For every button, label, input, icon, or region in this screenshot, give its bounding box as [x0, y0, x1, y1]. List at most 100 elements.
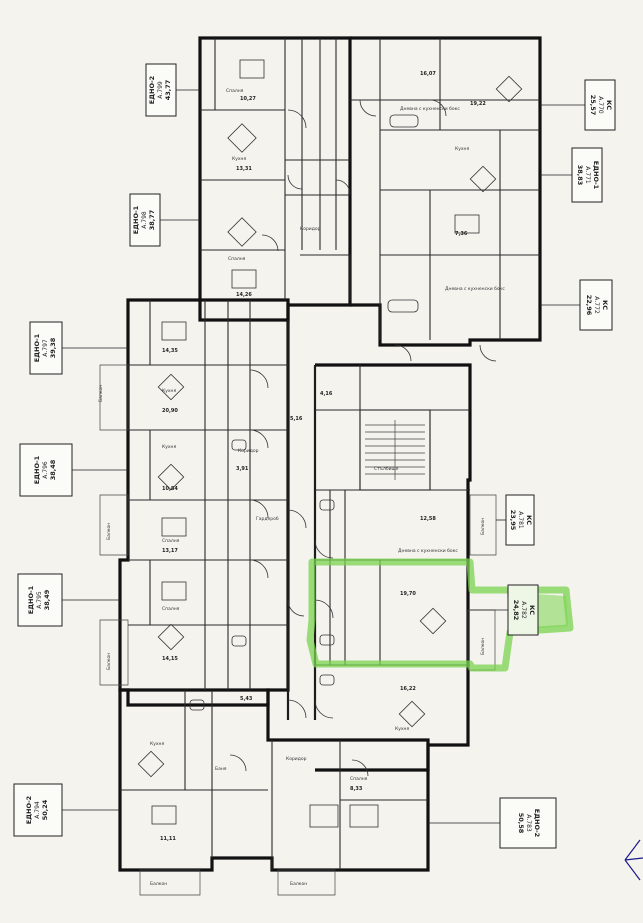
- room-label-kitchen: Кухня: [455, 146, 469, 152]
- room-label-balcony: Балкон: [106, 523, 112, 540]
- room-area: 14,26: [236, 292, 252, 298]
- apartment-tag-left-2[interactable]: ЕДНО-1 А.798 38,77: [129, 193, 200, 247]
- room-label-bathroom: Баня: [215, 766, 227, 772]
- apartment-area: 22,96: [585, 295, 593, 316]
- room-area: 16,07: [420, 71, 436, 77]
- apartment-type: ЕДНО-1: [33, 455, 41, 484]
- apartment-area: 24,82: [512, 600, 520, 621]
- bed-icon: [151, 59, 480, 828]
- apartment-area: 38,48: [49, 459, 57, 480]
- room-label-balcony: Балкон: [106, 653, 112, 670]
- apartment-number: А.798: [141, 211, 148, 229]
- room-area: 10,84: [162, 486, 178, 492]
- apartment-number: А.772: [593, 296, 600, 314]
- room-label-bedroom: Спалня: [350, 776, 368, 782]
- apartment-type: ЕДНО-2: [533, 809, 541, 837]
- apartment-number: А.796: [42, 461, 49, 479]
- apartment-number: А.783: [525, 814, 532, 832]
- apartment-area: 38,77: [148, 210, 156, 231]
- room-label-bedroom: Спалня: [228, 256, 246, 262]
- room-label-living-kitchen: Дневна с кухненски бокс: [400, 106, 460, 112]
- room-label-corridor: Коридор: [300, 226, 321, 232]
- room-area: 19,22: [470, 101, 486, 107]
- room-label-balcony: Балкон: [150, 881, 167, 887]
- room-label-balcony: Балкон: [98, 385, 104, 402]
- room-label-stairs: Стълбище: [374, 466, 399, 472]
- room-label-kitchen: Кухня: [232, 156, 246, 162]
- room-area: 12,58: [420, 516, 436, 522]
- apartment-tag-right-6[interactable]: ЕДНО-2 А.783 50,58: [428, 797, 557, 849]
- apartment-number: А.771: [584, 166, 591, 184]
- room-areas: 10,27 13,31 14,26 14,35 5,16 20,90 3,91 …: [160, 71, 486, 842]
- apartment-type: ЕДНО-1: [592, 161, 600, 190]
- room-area: 10,27: [240, 96, 256, 102]
- room-label-bedroom: Спалня: [162, 538, 180, 544]
- apartment-number: А.799: [157, 81, 164, 99]
- apartment-tag-left-1[interactable]: ЕДНО-2 А.799 43,77: [145, 63, 200, 117]
- apartment-tag-right-5-highlighted[interactable]: КС А.782 24,82: [470, 584, 539, 636]
- room-area: 4,16: [320, 391, 333, 397]
- apartment-area: 38,83: [576, 165, 584, 186]
- upper-block-walls: [200, 38, 540, 340]
- north-arrow-icon: [624, 839, 643, 881]
- apartment-type: ЕДНО-1: [132, 205, 140, 234]
- apartment-type: КС: [605, 100, 613, 110]
- room-label-corridor: Коридор: [238, 448, 259, 454]
- apartment-tag-right-2[interactable]: ЕДНО-1 А.771 38,83: [540, 147, 603, 203]
- room-label-kitchen: Кухня: [150, 741, 164, 747]
- apartment-type: КС: [601, 300, 609, 310]
- room-area: 5,16: [290, 416, 303, 422]
- apartment-area: 50,58: [517, 813, 525, 834]
- apartment-tag-right-1[interactable]: КС А.770 25,57: [540, 79, 616, 131]
- room-area: 7,36: [455, 231, 468, 237]
- apartment-number: А.794: [34, 801, 41, 819]
- apartment-type: КС: [525, 515, 533, 525]
- apartment-area: 50,24: [41, 799, 49, 820]
- room-area: 14,15: [162, 656, 178, 662]
- room-area: 8,33: [350, 786, 363, 792]
- apartment-type: КС: [528, 605, 536, 615]
- room-labels: Спалня Кухня Спалня Кухня Кухня Спалня С…: [98, 88, 505, 887]
- middle-left-walls: [99, 300, 288, 690]
- apartment-area: 25,57: [589, 95, 597, 116]
- room-area: 13,31: [236, 166, 252, 172]
- bath-fixture-icon: [189, 114, 419, 711]
- apartment-tag-right-4[interactable]: КС А.781 23,95: [496, 494, 535, 546]
- room-label-living-kitchen: Дневна с кухненски бокс: [398, 548, 458, 554]
- lower-block-walls: [120, 690, 428, 896]
- room-area: 20,90: [162, 408, 178, 414]
- room-label-kitchen: Кухня: [162, 388, 176, 394]
- apartment-type: ЕДНО-2: [25, 796, 33, 824]
- room-area: 11,11: [160, 836, 176, 842]
- room-label-kitchen: Кухня: [395, 726, 409, 732]
- room-label-corridor: Коридор: [286, 756, 307, 762]
- room-label-kitchen: Кухня: [162, 444, 176, 450]
- apartment-tag-left-4[interactable]: ЕДНО-1 А.796 38,48: [19, 443, 128, 497]
- apartment-tag-left-5[interactable]: ЕДНО-1 А.795 38,49: [17, 573, 120, 627]
- apartment-tag-left-3[interactable]: ЕДНО-1 А.797 39,38: [29, 321, 128, 375]
- room-area: 19,70: [400, 591, 416, 597]
- highlighted-apartment-outline: [306, 558, 574, 672]
- apartment-tag-left-6[interactable]: ЕДНО-2 А.794 50,24: [13, 783, 120, 837]
- room-label-bedroom: Спалня: [162, 606, 180, 612]
- room-area: 3,91: [236, 466, 249, 472]
- apartment-number: А.795: [36, 591, 43, 609]
- apartment-type: ЕДНО-2: [148, 76, 156, 104]
- apartment-number: А.770: [597, 96, 604, 114]
- dining-table-icon: [137, 75, 523, 778]
- room-label-balcony: Балкон: [290, 881, 307, 887]
- room-label-bedroom: Спалня: [226, 88, 244, 94]
- furniture: [137, 59, 523, 828]
- apartment-number: А.782: [520, 601, 527, 619]
- apartment-number: А.781: [517, 511, 524, 529]
- stairs: [359, 409, 431, 491]
- room-label-living-kitchen: Дневна с кухненски бокс: [445, 286, 505, 292]
- apartment-tag-right-3[interactable]: КС А.772 22,96: [540, 279, 613, 331]
- apartment-area: 43,77: [164, 80, 172, 101]
- room-label-balcony: Балкон: [480, 638, 486, 655]
- room-label-wardrobe: Гардероб: [256, 516, 279, 522]
- apartment-area: 39,38: [49, 337, 57, 358]
- room-area: 14,35: [162, 348, 178, 354]
